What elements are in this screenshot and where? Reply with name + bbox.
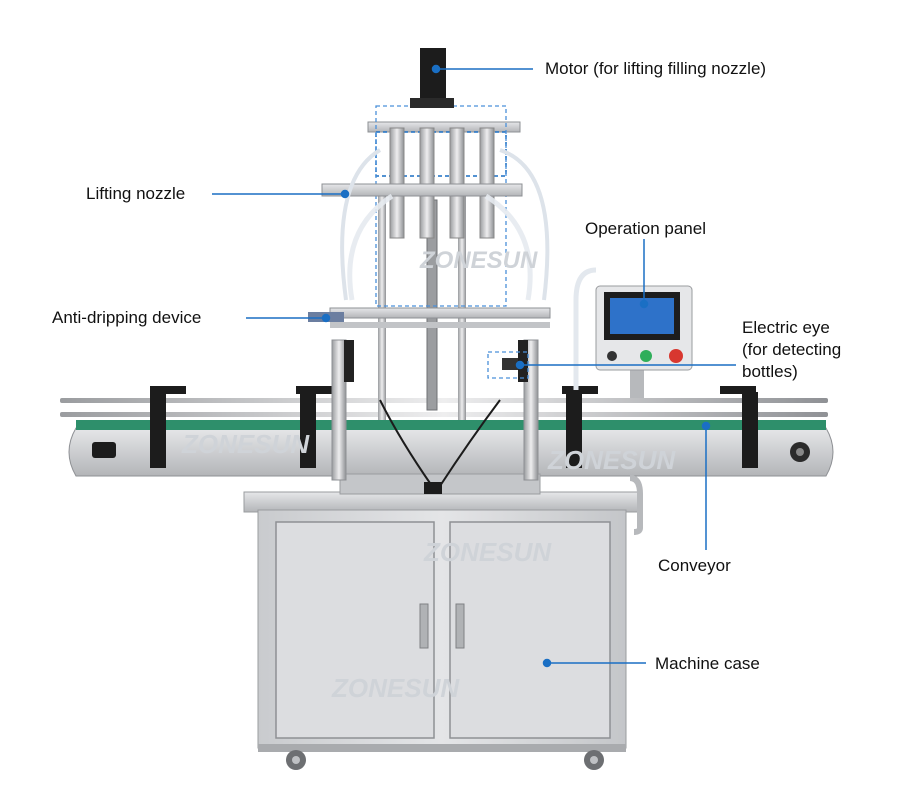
right-door-handle: [455, 603, 465, 649]
right-cabinet-door: [449, 521, 611, 739]
lifting-motor: [420, 48, 446, 106]
label-electric-eye: Electric eye (for detecting bottles): [742, 317, 841, 383]
rail-brackets: [150, 386, 758, 468]
leader-lines: [212, 64, 736, 668]
label-conveyor: Conveyor: [658, 556, 731, 575]
label-electric-eye-line-2: (for detecting: [742, 340, 842, 359]
machine-case: [243, 491, 641, 770]
watermark-5: ZONESUN: [419, 247, 538, 274]
stop-button: [669, 349, 683, 363]
anti-dripping-plate: [329, 307, 551, 319]
caster-wheels: [286, 750, 604, 770]
watermark-4: ZONESUN: [331, 673, 460, 703]
watermark-2: ZONESUN: [547, 445, 676, 475]
label-operation-panel: Operation panel: [585, 219, 706, 238]
label-electric-eye-line-3: bottles): [742, 362, 798, 381]
conveyor-label-plate: [92, 442, 116, 458]
lifting-nozzle-bar: [321, 183, 523, 197]
electric-eye-sensor: [502, 358, 518, 370]
label-motor: Motor (for lifting filling nozzle): [545, 59, 767, 78]
conveyor-belt: [76, 420, 826, 430]
filling-head: [308, 48, 551, 494]
conveyor: [60, 386, 834, 535]
left-door-handle: [419, 603, 429, 649]
left-cabinet-door: [275, 521, 435, 739]
guide-rail-upper: [60, 398, 828, 403]
watermark-1: ZONESUN: [181, 429, 310, 459]
label-machine-case: Machine case: [655, 654, 760, 673]
filling-nozzles: [389, 127, 495, 239]
operation-panel: [573, 267, 693, 398]
watermark-3: ZONESUN: [423, 537, 552, 567]
guide-rail-lower: [60, 412, 828, 417]
watermarks: ZONESUN ZONESUN ZONESUN ZONESUN ZONESUN: [181, 247, 676, 703]
start-button: [640, 350, 652, 362]
label-lifting-nozzle: Lifting nozzle: [86, 184, 186, 203]
label-electric-eye-line-1: Electric eye: [742, 318, 830, 337]
label-anti-dripping-device: Anti-dripping device: [52, 308, 202, 327]
